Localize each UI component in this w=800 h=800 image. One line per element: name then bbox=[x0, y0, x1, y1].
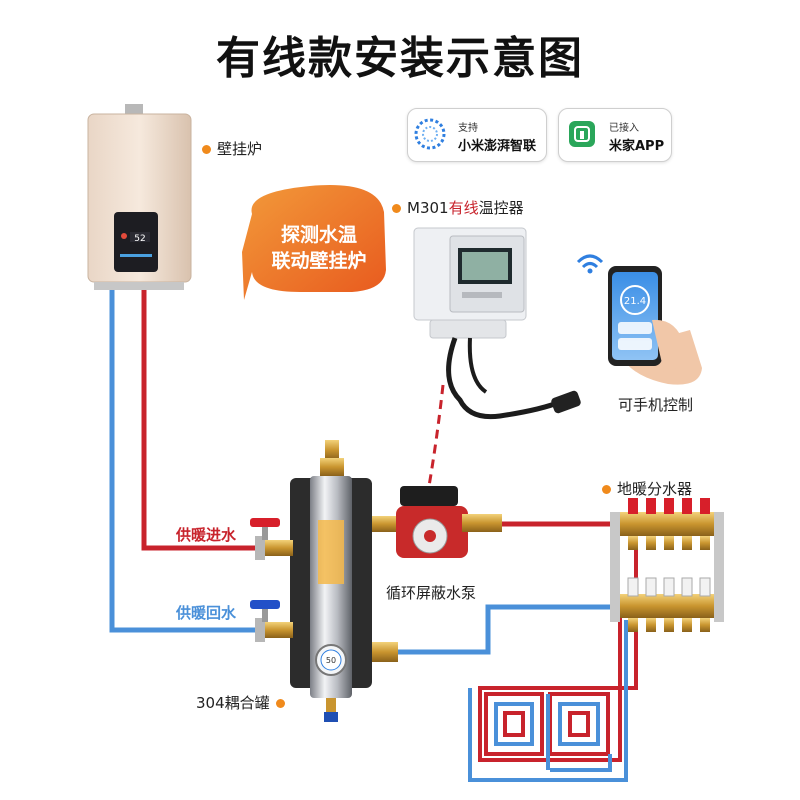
label-dot-icon bbox=[392, 204, 401, 213]
mijia-badge-small: 已接入 bbox=[609, 123, 639, 134]
callout-line-1: 探测水温 bbox=[280, 224, 357, 246]
coupling-tank: 50 bbox=[250, 440, 402, 722]
hyperos-badge-small: 支持 bbox=[458, 123, 478, 134]
tank-label: 304耦合罐 bbox=[196, 692, 285, 713]
return-water-label: 供暖回水 bbox=[176, 604, 237, 622]
thermostat-label: M301有线温控器 bbox=[392, 197, 524, 218]
boiler-label: 壁挂炉 bbox=[202, 138, 262, 159]
floor-loop-red bbox=[478, 540, 638, 762]
hyperos-badge: 支持 小米澎湃智联 bbox=[407, 108, 547, 162]
floor-spiral-left bbox=[484, 692, 544, 756]
callout-line-2: 联动壁挂炉 bbox=[271, 250, 367, 272]
floor-spiral-right bbox=[548, 692, 610, 756]
boiler-supply-pipe bbox=[141, 290, 255, 551]
circulation-pump bbox=[396, 486, 502, 558]
manifold-return-pipe bbox=[395, 604, 615, 655]
supply-valve-handle bbox=[250, 518, 280, 527]
floor-heating-manifold bbox=[610, 498, 724, 632]
wifi-icon bbox=[576, 254, 604, 274]
boiler-display: 52 bbox=[134, 234, 145, 244]
label-dot-icon bbox=[202, 145, 211, 154]
label-dot-icon bbox=[602, 485, 611, 494]
phone-in-hand: 21.4 bbox=[608, 266, 702, 385]
label-dot-icon bbox=[275, 699, 285, 708]
supply-water-label: 供暖进水 bbox=[176, 526, 237, 544]
thermostat-device bbox=[413, 227, 581, 420]
return-valve-handle bbox=[250, 600, 280, 609]
floor-loop-blue bbox=[468, 620, 628, 782]
mijia-badge-text: 米家APP bbox=[609, 139, 665, 154]
pump-label: 循环屏蔽水泵 bbox=[386, 584, 477, 602]
hyperos-badge-text: 小米澎湃智联 bbox=[458, 139, 537, 154]
boiler-return-pipe bbox=[109, 290, 255, 633]
callout-bubble bbox=[242, 185, 386, 300]
mijia-badge: 已接入 米家APP bbox=[558, 108, 672, 162]
callout-text: 探测水温 联动壁挂炉 bbox=[256, 222, 382, 274]
signal-dashed-line bbox=[426, 384, 445, 493]
page-title: 有线款安装示意图 bbox=[216, 33, 584, 84]
manifold-label: 地暖分水器 bbox=[602, 478, 692, 499]
gauge-value: 50 bbox=[326, 656, 336, 665]
wall-boiler: 52 bbox=[87, 104, 192, 290]
phone-temperature: 21.4 bbox=[624, 296, 646, 307]
phone-control-label: 可手机控制 bbox=[618, 396, 694, 414]
